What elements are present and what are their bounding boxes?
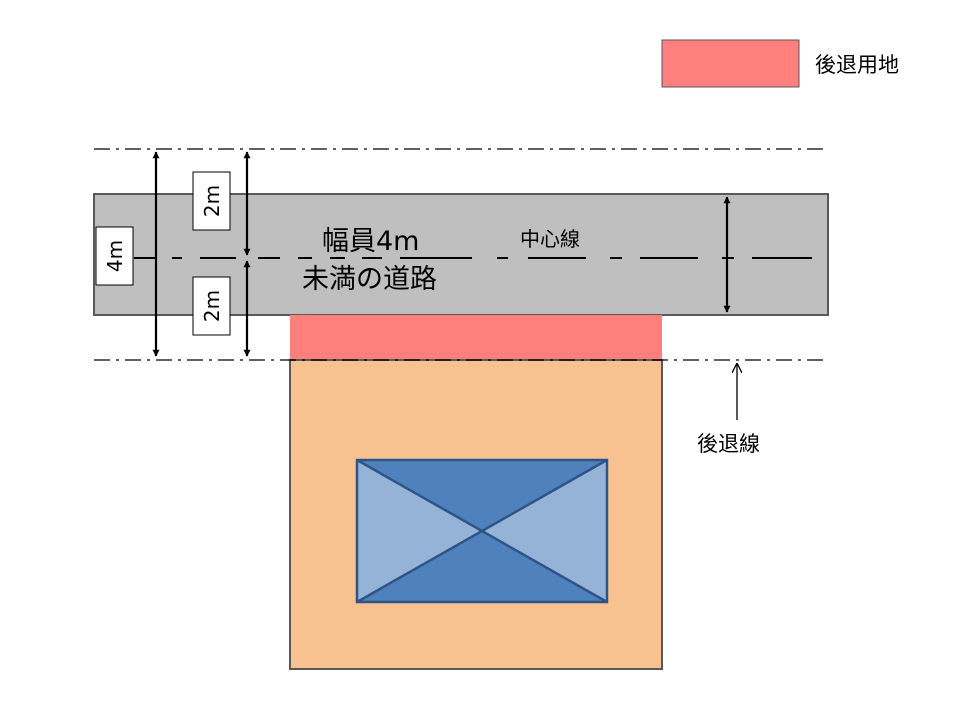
legend-label: 後退用地 [815,53,899,77]
dimension-label-4m: 4m [95,226,134,286]
building-outline [355,458,609,604]
building-right-triangle [482,460,607,602]
svg-text:4m: 4m [103,240,127,272]
road-label-line2: 未満の道路 [302,264,437,295]
centerline-label: 中心線 [520,227,580,251]
svg-text:2m: 2m [200,290,224,322]
building-left-triangle [357,460,482,602]
setback-area [290,315,662,360]
building-bottom-triangle [357,531,607,602]
building-top-triangle [357,460,607,531]
building [355,458,609,604]
dimension-label-2m-upper: 2m [192,171,231,231]
setback-line-label: 後退線 [697,432,760,456]
road-label-line1: 幅員4m [322,226,419,257]
building-diagonal-b [356,458,608,604]
legend-swatch [661,39,800,88]
svg-text:2m: 2m [200,185,224,217]
dimension-label-2m-lower: 2m [192,276,231,336]
